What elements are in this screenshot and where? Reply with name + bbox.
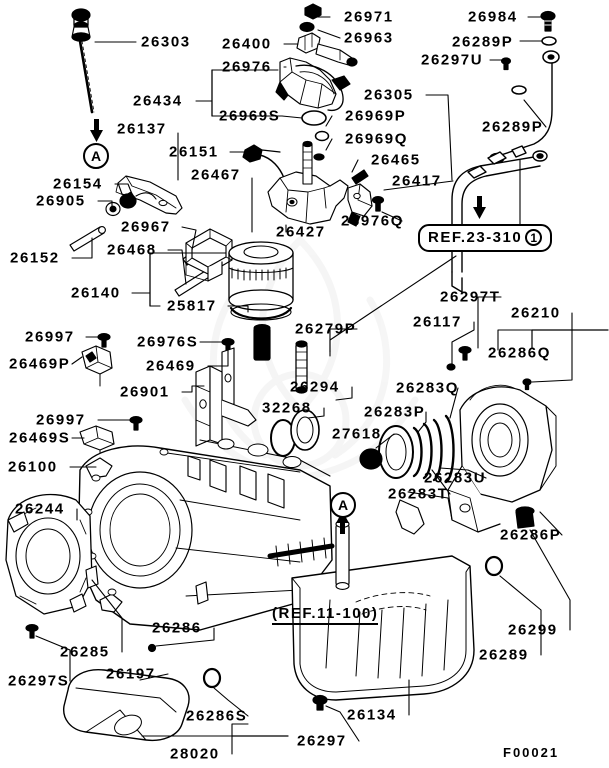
part-label-26297t[interactable]: 26297T <box>440 288 501 306</box>
part-label-26963[interactable]: 26963 <box>344 29 394 47</box>
part-label-26137[interactable]: 26137 <box>117 120 167 138</box>
part-label-26997[interactable]: 26997 <box>25 328 75 346</box>
ref-box-23-310[interactable]: REF.23-310 1 <box>418 224 553 252</box>
part-label-26434[interactable]: 26434 <box>133 92 183 110</box>
part-label-28020[interactable]: 28020 <box>170 745 220 763</box>
part-label-26152[interactable]: 26152 <box>10 249 60 267</box>
part-label-26297s[interactable]: 26297S <box>8 672 70 690</box>
part-label-26417[interactable]: 26417 <box>392 172 442 190</box>
part-label-26289p[interactable]: 26289P <box>452 33 514 51</box>
part-label-26286p[interactable]: 26286P <box>500 526 562 544</box>
part-label-26971[interactable]: 26971 <box>344 8 394 26</box>
part-label-26400[interactable]: 26400 <box>222 35 272 53</box>
part-label-26468[interactable]: 26468 <box>107 241 157 259</box>
ref-box-23-310-text: REF.23-310 <box>428 229 523 246</box>
part-label-26969p[interactable]: 26969P <box>345 107 407 125</box>
sheet-code: F00021 <box>503 745 560 760</box>
marker-a-bottom: A <box>330 492 356 518</box>
part-label-26244[interactable]: 26244 <box>15 500 65 518</box>
part-label-26299[interactable]: 26299 <box>508 621 558 639</box>
part-label-27618[interactable]: 27618 <box>332 425 382 443</box>
part-label-26427[interactable]: 26427 <box>276 223 326 241</box>
part-label-26467[interactable]: 26467 <box>191 166 241 184</box>
part-label-26469[interactable]: 26469 <box>146 357 196 375</box>
part-label-26154[interactable]: 26154 <box>53 175 103 193</box>
part-label-26469p[interactable]: 26469P <box>9 355 71 373</box>
part-label-26286[interactable]: 26286 <box>152 619 202 637</box>
part-label-26283p[interactable]: 26283P <box>364 403 426 421</box>
part-label-26289p[interactable]: 26289P <box>482 118 544 136</box>
part-label-26286q[interactable]: 26286Q <box>488 344 551 362</box>
part-label-26976q[interactable]: 26976Q <box>341 212 404 230</box>
part-label-26976s[interactable]: 26976S <box>137 333 199 351</box>
ref-box-11-100[interactable]: (REF.11-100) <box>272 605 379 625</box>
part-label-25817[interactable]: 25817 <box>167 297 217 315</box>
part-label-26140[interactable]: 26140 <box>71 284 121 302</box>
part-label-26197[interactable]: 26197 <box>106 665 156 683</box>
part-label-26305[interactable]: 26305 <box>364 86 414 104</box>
part-label-26297[interactable]: 26297 <box>297 732 347 750</box>
part-label-32268[interactable]: 32268 <box>262 399 312 417</box>
part-label-26984[interactable]: 26984 <box>468 8 518 26</box>
part-label-26151[interactable]: 26151 <box>169 143 219 161</box>
part-label-26967[interactable]: 26967 <box>121 218 171 236</box>
part-label-26283q[interactable]: 26283Q <box>396 379 459 397</box>
part-label-26465[interactable]: 26465 <box>371 151 421 169</box>
part-label-26997[interactable]: 26997 <box>36 411 86 429</box>
part-label-26279p[interactable]: 26279P <box>295 320 357 338</box>
part-label-26134[interactable]: 26134 <box>347 706 397 724</box>
part-label-26286s[interactable]: 26286S <box>186 707 248 725</box>
marker-a-top: A <box>83 143 109 169</box>
part-label-26294[interactable]: 26294 <box>290 378 340 396</box>
part-label-26469s[interactable]: 26469S <box>9 429 71 447</box>
part-label-26901[interactable]: 26901 <box>120 383 170 401</box>
part-label-26100[interactable]: 26100 <box>8 458 58 476</box>
part-label-26117[interactable]: 26117 <box>413 313 462 331</box>
part-label-26283u[interactable]: 26283U <box>424 469 487 487</box>
part-label-26210[interactable]: 26210 <box>511 304 561 322</box>
part-label-26905[interactable]: 26905 <box>36 192 86 210</box>
part-label-26303[interactable]: 26303 <box>141 33 191 51</box>
part-label-26297u[interactable]: 26297U <box>421 51 484 69</box>
ref-box-23-310-circle: 1 <box>525 229 543 246</box>
part-label-26976[interactable]: 26976 <box>222 58 272 76</box>
part-label-26969s[interactable]: 26969S <box>219 107 281 125</box>
part-label-26289[interactable]: 26289 <box>479 646 529 664</box>
part-label-26283t[interactable]: 26283T <box>388 485 449 503</box>
part-label-26969q[interactable]: 26969Q <box>345 130 408 148</box>
part-label-26285[interactable]: 26285 <box>60 643 110 661</box>
